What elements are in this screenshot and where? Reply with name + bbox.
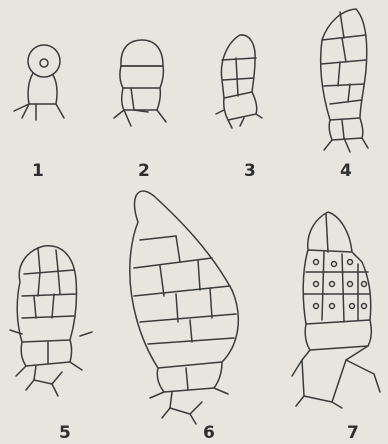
figure-label-4: 4 xyxy=(340,163,352,180)
figure-label-7: 7 xyxy=(347,425,359,442)
figure-label-6: 6 xyxy=(203,425,215,442)
figure-label-1: 1 xyxy=(32,163,44,180)
figure-7-drawing xyxy=(292,212,380,408)
figure-label-3: 3 xyxy=(244,163,256,180)
figure-2-drawing xyxy=(114,40,166,126)
figure-label-5: 5 xyxy=(59,425,71,442)
figure-1-drawing xyxy=(14,45,64,120)
figure-3-drawing xyxy=(216,35,262,128)
figure-6-drawing xyxy=(130,191,239,424)
figure-4-drawing xyxy=(321,9,368,152)
figure-label-2: 2 xyxy=(138,163,150,180)
figure-5-drawing xyxy=(10,246,92,396)
